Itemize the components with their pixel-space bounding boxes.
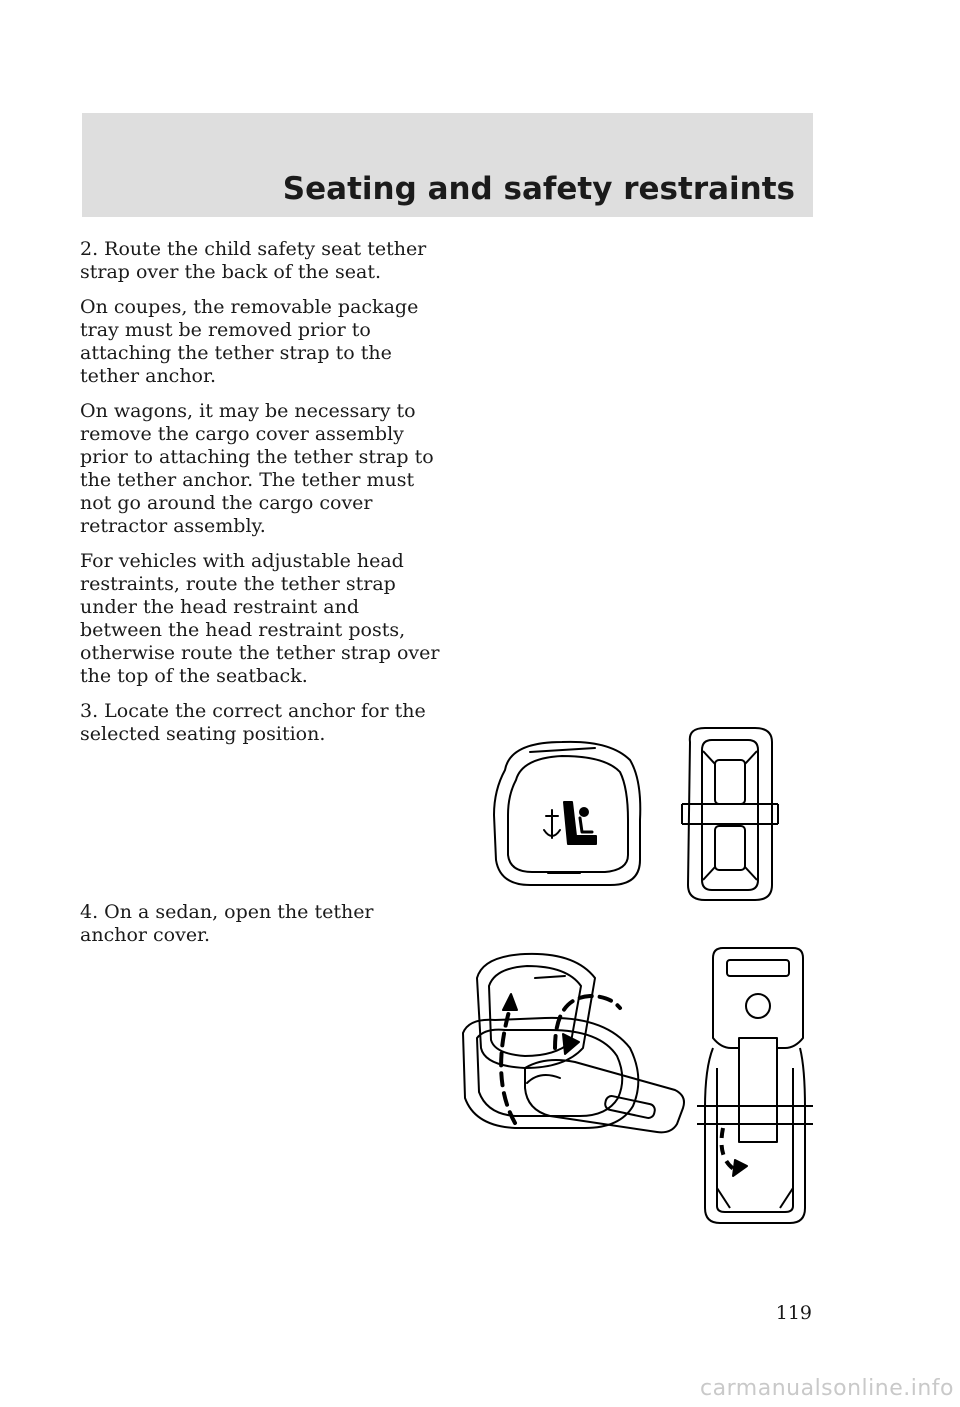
anchor-cover-open-illustration	[462, 947, 813, 1224]
anchor-cover-closed-illustration	[493, 727, 779, 901]
paragraph-coupes: On coupes, the removable package tray mu…	[80, 296, 419, 387]
step-text: On a sedan, open the tether anchor cover…	[80, 901, 374, 946]
step-2: 2.Route the child safety seat tether str…	[80, 238, 442, 284]
text-column: 2.Route the child safety seat tether str…	[80, 238, 442, 959]
tether-strap-illustration	[697, 947, 813, 1224]
paragraph-wagons: On wagons, it may be necessary to remove…	[80, 400, 434, 537]
watermark: carmanualsonline.info	[700, 1376, 954, 1401]
step-text: Locate the correct anchor for the select…	[80, 700, 426, 745]
step-4: 4.On a sedan, open the tether anchor cov…	[80, 901, 442, 947]
paragraph-head-restraints: For vehicles with adjustable head restra…	[80, 550, 440, 687]
step-3: 3.Locate the correct anchor for the sele…	[80, 700, 442, 746]
page-number: 119	[775, 1302, 812, 1324]
tether-hook-illustration	[681, 727, 779, 901]
section-title: Seating and safety restraints	[282, 171, 795, 207]
step-number: 4.	[80, 901, 99, 923]
step-text: Route the child safety seat tether strap…	[80, 238, 427, 283]
step-number: 3.	[80, 700, 99, 722]
child-seat-icon	[563, 801, 597, 845]
header-band: Seating and safety restraints	[82, 113, 813, 217]
anchor-icon	[543, 809, 561, 839]
step-number: 2.	[80, 238, 99, 260]
